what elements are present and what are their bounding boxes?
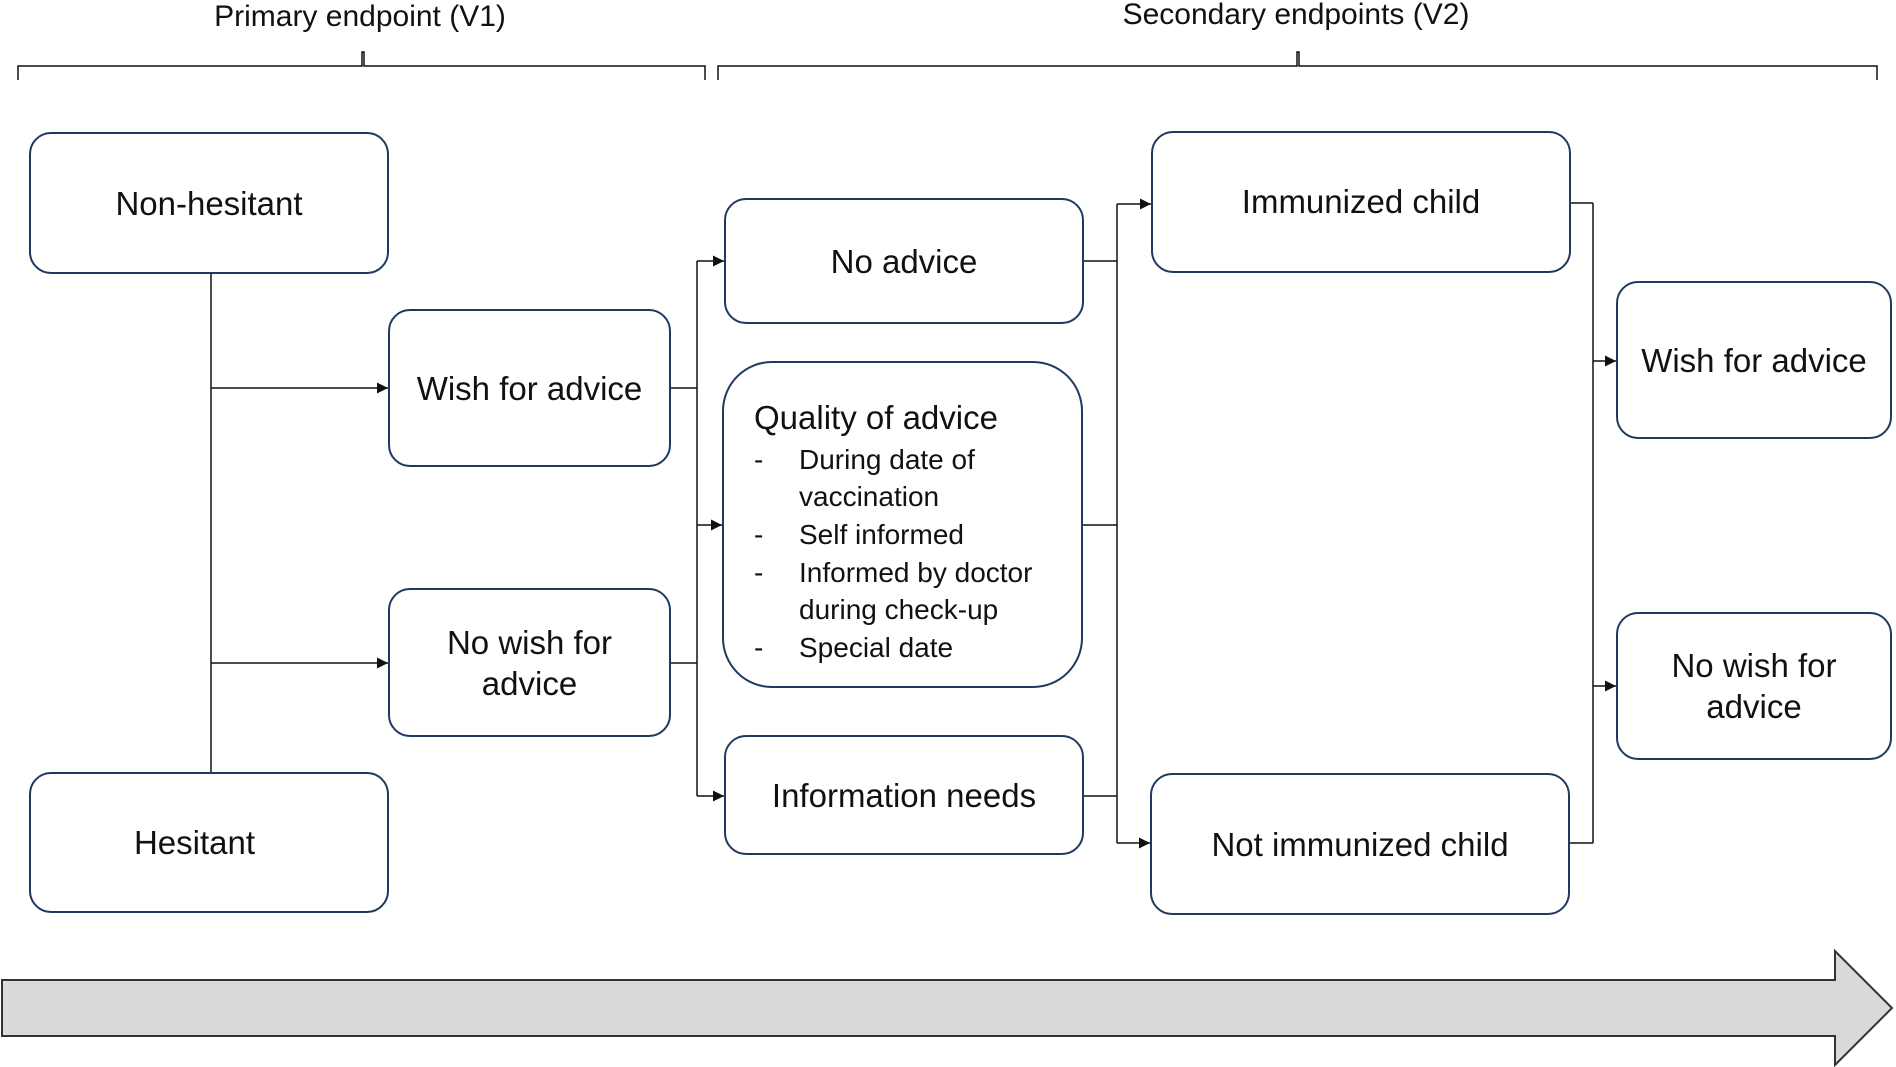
not-immunized-child-box: Not immunized child xyxy=(1150,773,1570,915)
immunized-child-label: Immunized child xyxy=(1241,183,1481,220)
connectors xyxy=(210,198,1616,849)
non-hesitant-box: Non-hesitant xyxy=(29,132,389,274)
quality-of-advice-list: During date of vaccination Self informed… xyxy=(754,441,1061,666)
no-wish-for-advice-v1-box: No wish for advice xyxy=(388,588,671,737)
no-wish-for-advice-v2-box: No wish for advice xyxy=(1616,612,1892,760)
primary-endpoint-header: Primary endpoint (V1) xyxy=(214,0,506,33)
no-advice-box: No advice xyxy=(724,198,1084,324)
quality-item-date-of-vaccination: During date of vaccination xyxy=(754,441,1061,515)
wish-for-advice-v2-box: Wish for advice xyxy=(1616,281,1892,439)
timeline-arrow xyxy=(1,948,1894,1067)
quality-item-self-informed: Self informed xyxy=(754,516,1061,553)
information-needs-box: Information needs xyxy=(724,735,1084,855)
primary-brace xyxy=(17,51,706,80)
quality-item-informed-by-doctor: Informed by doctor during check-up xyxy=(754,554,1061,628)
immunized-child-box: Immunized child xyxy=(1151,131,1571,273)
secondary-endpoints-header: Secondary endpoints (V2) xyxy=(1122,0,1470,31)
quality-item-special-date: Special date xyxy=(754,629,1061,666)
quality-of-advice-box: Quality of advice During date of vaccina… xyxy=(722,361,1083,688)
hesitant-label: Hesitant xyxy=(133,824,256,861)
hesitant-box: Hesitant xyxy=(29,772,389,913)
secondary-brace xyxy=(717,51,1878,80)
quality-of-advice-title: Quality of advice xyxy=(754,399,998,436)
wish-for-advice-v1-box: Wish for advice xyxy=(388,309,671,467)
